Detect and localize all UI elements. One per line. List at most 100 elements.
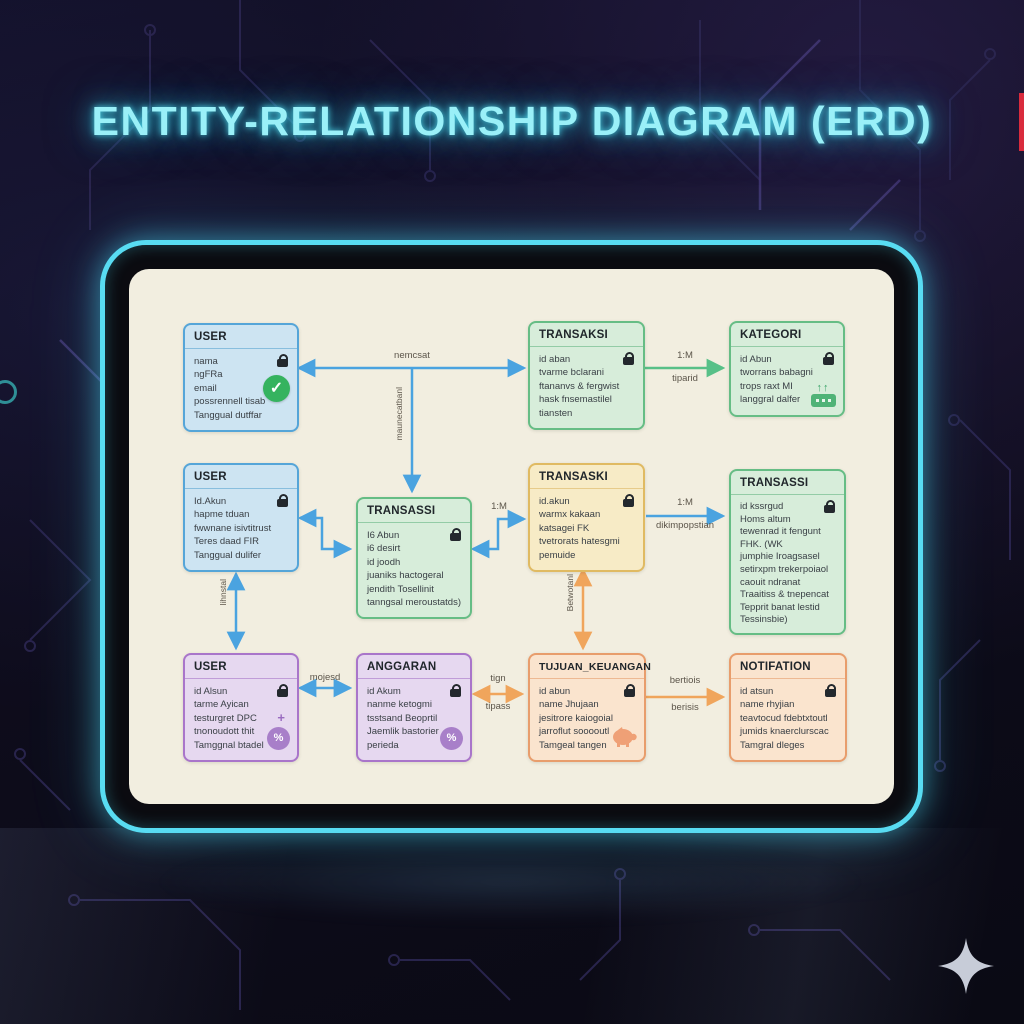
field: id Akum (367, 686, 401, 697)
tablet-reflection (150, 842, 870, 922)
entity-transaski-yellow: TRANSASKI id.akun warmx kakaan katsagei … (528, 463, 645, 573)
field: i6 desirt (367, 543, 401, 555)
field: Homs altum (740, 513, 791, 525)
field: tvarme bclarani (539, 367, 604, 379)
field: tworrans babagni (740, 367, 813, 379)
connector-label: nemcsat (394, 350, 430, 361)
field: juaniks hactogeral (367, 570, 444, 582)
field: trops raxt MI (740, 380, 793, 392)
field: nama (194, 356, 218, 367)
field: id Abun (740, 354, 772, 365)
lock-icon (623, 494, 634, 507)
field: ftananvs & fergwist (539, 380, 620, 392)
field: Traaitiss & tnepencat (740, 589, 829, 601)
field: tvetrorats hatesgmi (539, 536, 620, 548)
connector-sublabel: berisis (671, 702, 699, 713)
field: name Jhujaan (539, 699, 599, 711)
field: FHK. (WK (740, 538, 783, 550)
field: tewenrad it fengunt (740, 526, 821, 538)
entity-title: USER (185, 325, 297, 349)
entity-title: USER (185, 465, 297, 489)
field: possrennell tisab (194, 396, 266, 408)
device-icon (810, 393, 836, 407)
field: nanme ketogmi (367, 699, 432, 711)
page-title: ENTITY-RELATIONSHIP DIAGRAM (ERD) (91, 98, 933, 144)
field: Tanggual dutffar (194, 409, 262, 421)
piggy-bank-icon (610, 726, 638, 752)
field: caouit ndranat (740, 576, 801, 588)
field: id Alsun (194, 686, 228, 697)
lock-icon (450, 528, 461, 541)
field: tanngsal meroustatds) (367, 597, 461, 609)
connector-sublabel: tipass (485, 701, 511, 712)
field: Jaemlik bastorier (367, 726, 439, 738)
field: jarroflut sooooutl (539, 726, 610, 738)
lock-icon (277, 684, 288, 697)
connector-label: 1:M (677, 350, 693, 361)
field: hask fnsemastilel (539, 394, 612, 406)
lock-icon (624, 684, 635, 697)
field: jumphie Iroagsasel (740, 551, 820, 563)
field: ngFRa (194, 369, 223, 381)
field: Tepprit banat lestid (740, 601, 820, 613)
plus-icon: + (277, 710, 285, 725)
category-device-icon: ↑↑ (810, 381, 836, 407)
field: id abun (539, 686, 571, 697)
connector-label-vertical: maunecatbanl (394, 387, 404, 441)
lock-icon (824, 500, 835, 513)
field: pemuide (539, 549, 576, 561)
field: Id.Akun (194, 496, 227, 507)
entity-user-bottom: USER + % id Alsun tarme Ayican testurgre… (183, 653, 299, 763)
up-arrows-icon: ↑↑ (816, 381, 830, 394)
percent-circle-icon: % (440, 727, 463, 751)
connector-label-vertical: lihnstal (218, 579, 228, 606)
entity-tujuan-keuangan: TUJUAN_KEUANGAN id abun name Jhujaan jes… (528, 653, 651, 763)
field: Tessinsbie) (740, 614, 788, 626)
connector-label: mojesd (309, 672, 341, 683)
connector-label-vertical: Betwotanl (565, 574, 575, 612)
entity-kategori: KATEGORI ↑↑ id Abun tworrans babagni tro… (729, 321, 845, 417)
field: langgral dalfer (740, 394, 801, 406)
field: id joodh (367, 556, 401, 568)
field: jumids knaerclurscac (740, 726, 829, 738)
field: Tamgral dleges (740, 739, 805, 751)
field: tnonoudott thit (194, 726, 255, 738)
connector-sublabel: dikimpopstian (655, 520, 715, 531)
field: id.akun (539, 496, 570, 507)
entity-user-top: USER ✓ nama ngFRa email possrennell tisa… (183, 323, 299, 433)
entity-title: NOTIFATION (731, 655, 845, 679)
entity-anggaran: ANGGARAN % id Akum nanme ketogmi tsstsan… (356, 653, 472, 763)
field: email (194, 382, 217, 394)
field: id kssrgud (740, 501, 784, 512)
lock-icon (277, 494, 288, 507)
field: tsstsand Beoprtil (367, 712, 438, 724)
entity-transaksi: TRANSAKSI id aban tvarme bclarani ftanan… (528, 321, 645, 431)
percent-circle-icon: % (267, 727, 290, 751)
field: Tamggnal btadel (194, 739, 264, 751)
field: testurgret DPC (194, 712, 257, 724)
field: setirxpm trekerpoiaol (740, 563, 829, 575)
field: tiansten (539, 407, 573, 419)
tablet-screen: nemcsat maunecatbanl 1:M tiparid 1:M 1:M… (129, 269, 894, 804)
field: jesitrore kaiogoial (539, 712, 613, 724)
field: Tanggual dulifer (194, 549, 262, 561)
tablet-frame: nemcsat maunecatbanl 1:M tiparid 1:M 1:M… (100, 240, 923, 833)
lock-icon (823, 352, 834, 365)
entity-title: TUJUAN_KEUANGAN (530, 655, 651, 679)
lock-icon (277, 354, 288, 367)
field: I6 Abun (367, 530, 400, 541)
teal-circuit-node (0, 380, 17, 404)
entity-title: USER (185, 655, 297, 679)
entity-notifation: NOTIFATION id atsun name rhyjian teavtoc… (729, 653, 847, 763)
field: id aban (539, 354, 571, 365)
connector-label: 1:M (491, 501, 507, 512)
field: teavtocud fdebtxtoutl (740, 712, 828, 724)
sparkle-star-icon (938, 938, 994, 994)
floor-light-streaks (0, 828, 1024, 1024)
field: hapme tduan (194, 509, 250, 521)
connector-label: tign (490, 673, 506, 684)
entity-title: TRANSASSI (358, 499, 470, 523)
entity-transassi-middle: TRANSASSI I6 Abun i6 desirt id joodh jua… (356, 497, 472, 620)
field: id atsun (740, 686, 774, 697)
